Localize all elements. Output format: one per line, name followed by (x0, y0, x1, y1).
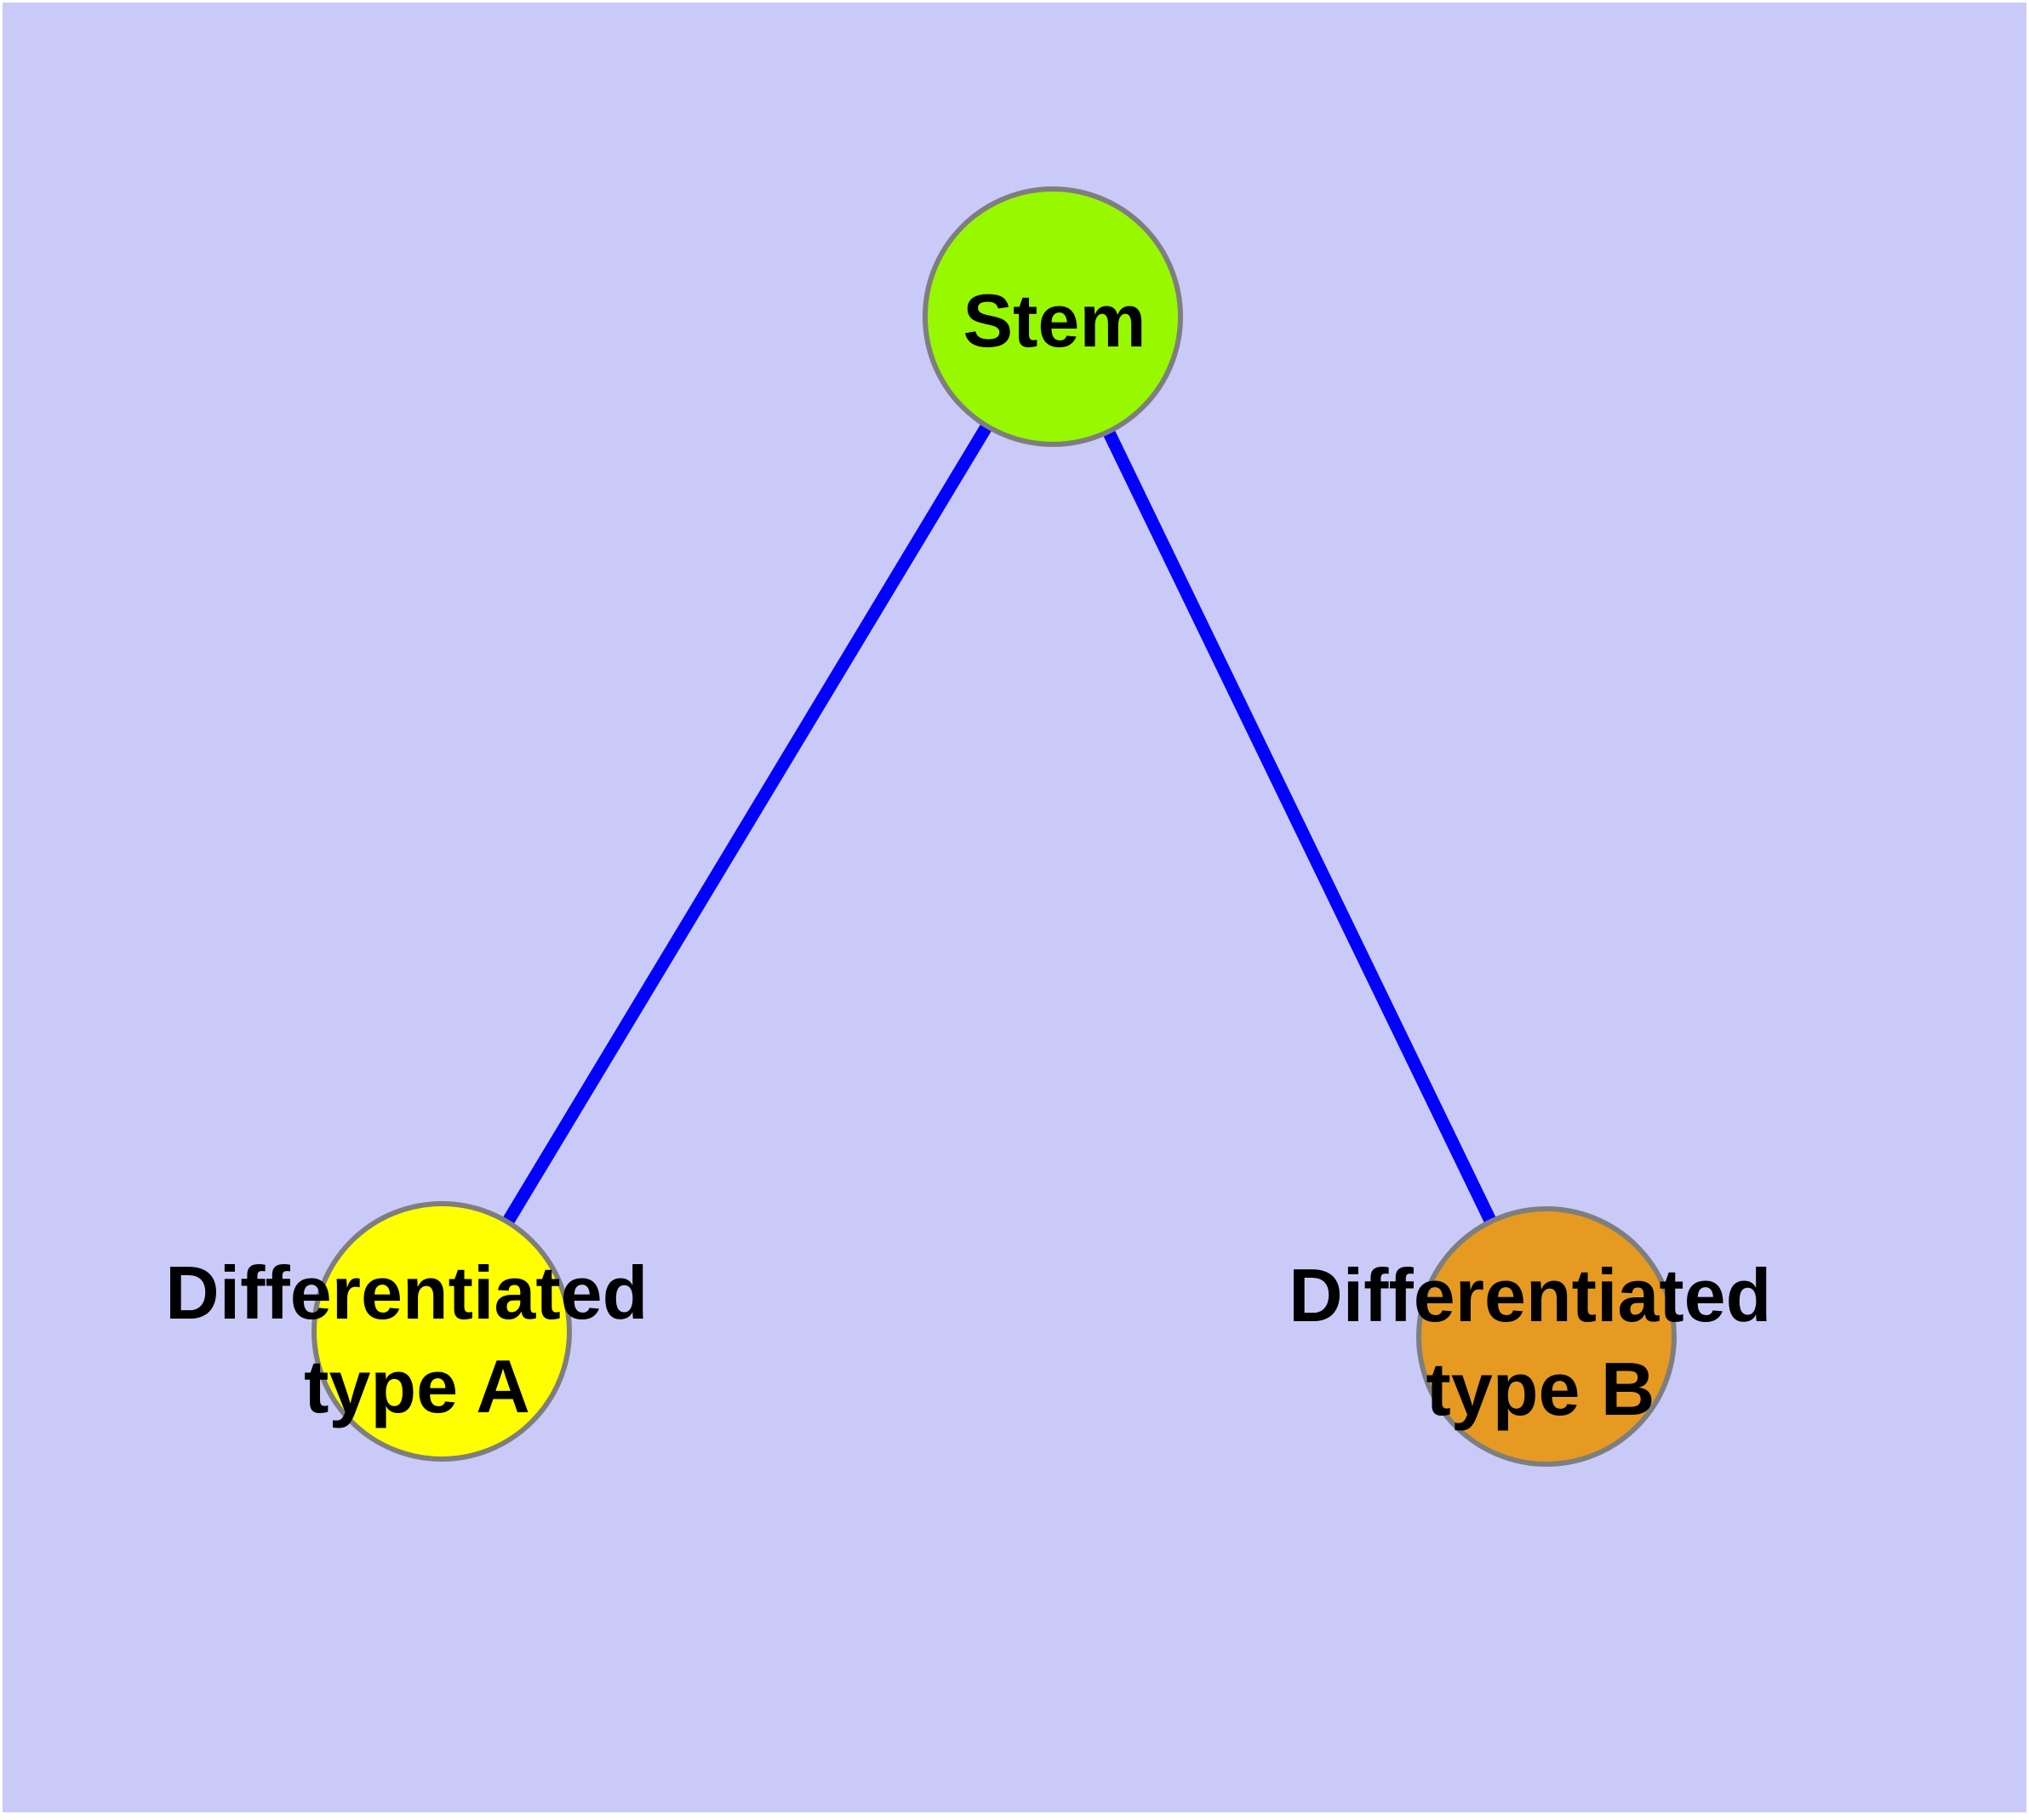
edge-stem-to-type-a (436, 313, 1059, 1335)
node-type-a-label: Differentiated type A (165, 1251, 669, 1428)
node-differentiated-type-a (311, 1201, 572, 1462)
node-stem-label-line: Stem (963, 278, 1146, 363)
node-type-b-label-line-1: Differentiated (1289, 1253, 1771, 1337)
node-stem (923, 186, 1183, 447)
edge-stem-to-type-b (1047, 313, 1552, 1340)
node-stem-label: Stem (963, 278, 1146, 363)
node-type-a-label-line-2: type A (304, 1344, 530, 1428)
node-type-b-label-line-2: type B (1426, 1347, 1655, 1431)
node-differentiated-type-b (1416, 1206, 1677, 1467)
node-type-a-label-line-1: Differentiated (165, 1251, 648, 1335)
node-type-b-label: Differentiated type B (1289, 1253, 1792, 1431)
